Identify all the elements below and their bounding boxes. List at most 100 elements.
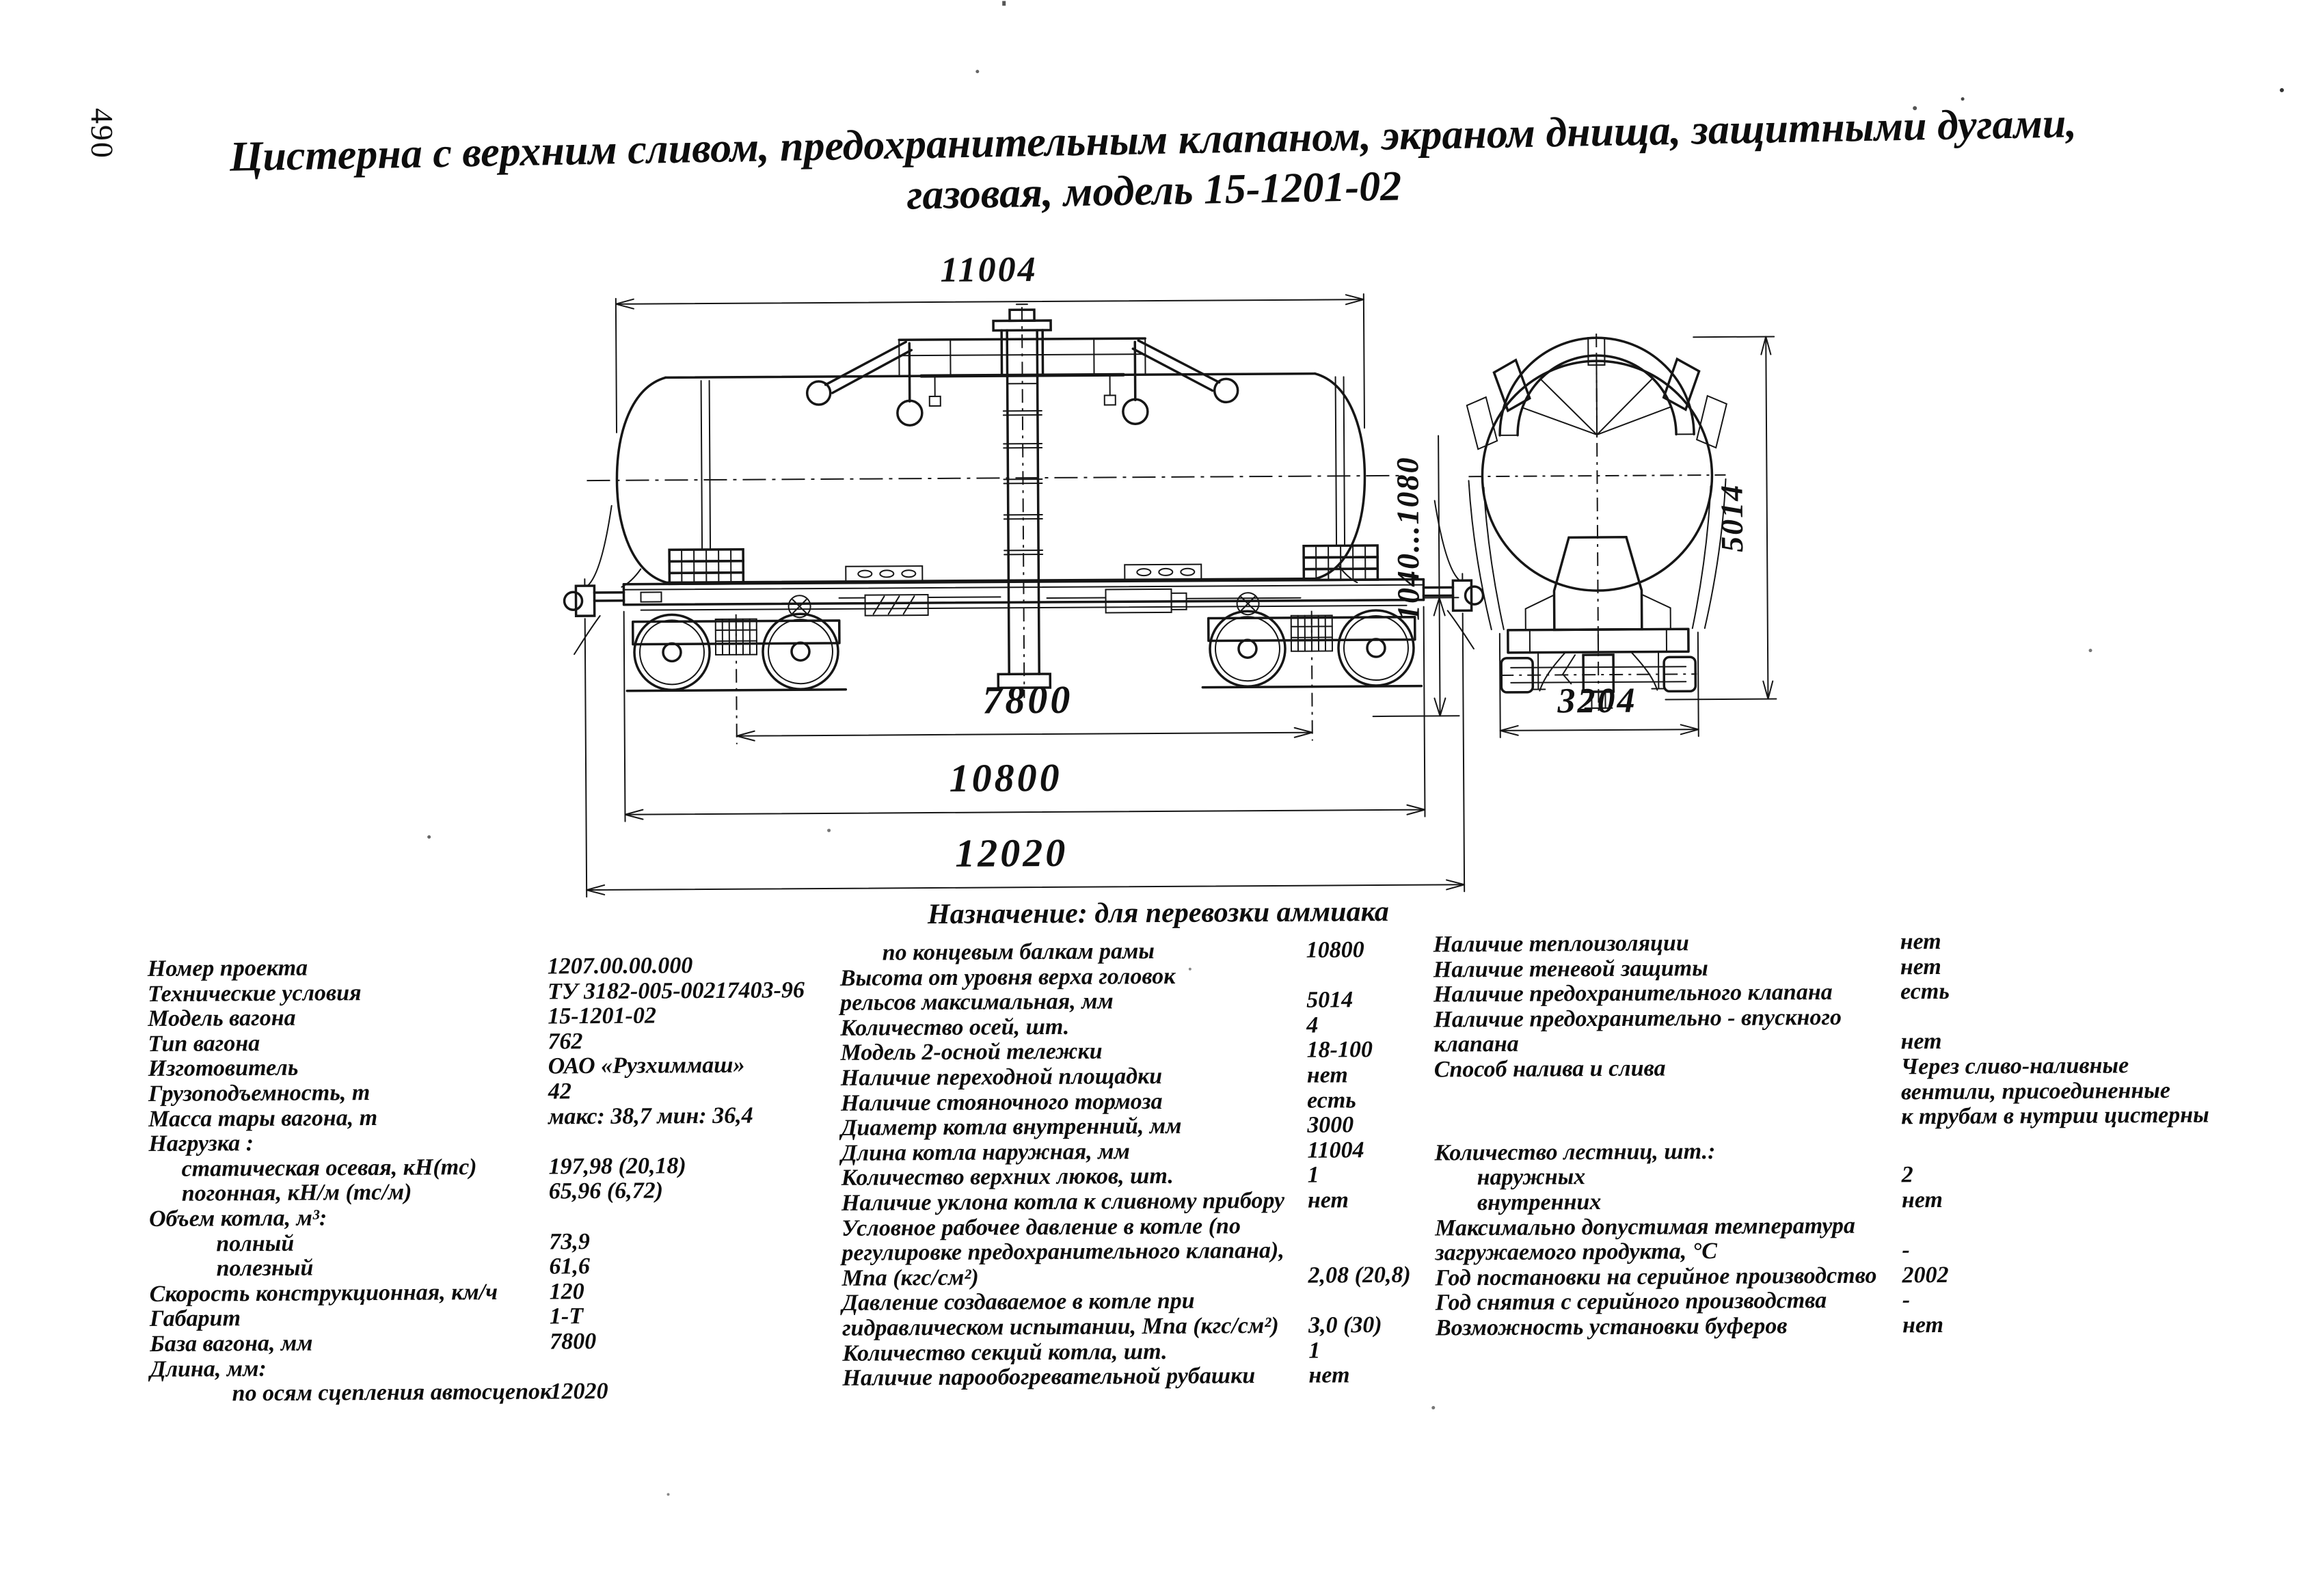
spec-label: Грузоподъемность, т [148,1080,371,1107]
spec-value: к трубам в нутрии цистерны [1901,1102,2209,1130]
spec-value: 120 [549,1278,584,1305]
spec-label: загружаемого продукта, °С [1435,1239,1718,1266]
spec-label: Масса тары вагона, т [148,1105,378,1132]
spec-label: полезный [216,1255,314,1282]
spec-value: 2002 [1902,1262,1949,1288]
tank-side-view: 11004 1040...1080 7800 [563,250,1485,898]
spec-value: макс: 38,7 мин: 36,4 [548,1103,753,1130]
spec-value: 762 [548,1028,583,1055]
spec-column-1: Номер проекта 1207.00.00.000 Технические … [148,953,841,1407]
spec-label: Нагрузка : [148,1131,254,1157]
spec-label: Высота от уровня верха головок [839,963,1176,991]
spec-value: 73,9 [549,1228,590,1254]
spec-row: Изготовитель ОАО «Рузхиммаш» [148,1053,839,1082]
dim-coupler-height-label: 1040...1080 [1390,456,1425,621]
spec-value: 1-Т [549,1303,584,1329]
spec-value: нет [1306,1062,1348,1088]
spec-label: Наличие теневой защиты [1433,955,1708,983]
spec-row: регулировке предохранительного клапана), [841,1237,1532,1267]
dim-max-height-label: 5014 [1714,484,1750,552]
dim-frame-length-label: 10800 [949,755,1062,800]
spec-value: 3,0 (30) [1308,1312,1382,1338]
spec-label: Объем котла, м³: [148,1205,327,1232]
spec-row: Объем котла, м³: [149,1203,839,1232]
spec-label [1434,1124,1901,1127]
spec-value: нет [1901,1187,1943,1213]
dim-tank-width-label: 3204 [1557,681,1637,721]
spec-label: наружных [1477,1164,1586,1191]
tank-end-view: 3204 5014 [1466,334,1777,738]
spec-value: нет [1900,953,1941,979]
spec-row: полезный 61,6 [149,1253,839,1282]
tank-support-right [1302,376,1379,582]
spec-value: 1 [1307,1162,1319,1189]
spec-row: Давление создаваемое в котле при [842,1287,1533,1316]
spec-row: Мпа (кгс/см²)2,08 (20,8) [841,1262,1532,1291]
spec-label: Длина, мм: [150,1355,267,1382]
scan-artifacts [427,1,2285,1496]
spec-label: гидравлическом испытании, Мпа (кгс/см²) [841,1312,1279,1341]
spec-label: Наличие переходной площадки [840,1063,1163,1091]
spec-row: Наличие уклона котла к сливному прибору н… [841,1187,1532,1217]
spec-label: Наличие уклона котла к сливному прибору [841,1187,1285,1216]
spec-row: к трубам в нутрии цистерны [1434,1103,2309,1133]
spec-label: погонная, кН/м (тс/м) [181,1180,412,1207]
spec-value: нет [1308,1362,1350,1388]
dim-tank-length-label: 11004 [940,250,1037,290]
spec-label: рельсов максимальная, мм [840,988,1114,1016]
spec-label: Длина котла наружная, мм [841,1139,1130,1166]
protective-arc-right [1103,339,1239,425]
spec-label: Возможность установки буферов [1435,1313,1788,1341]
dim-coupler-height: 1040...1080 [1372,435,1460,718]
spec-label: Количество секций котла, шт. [842,1338,1168,1366]
spec-value: 61,6 [549,1254,591,1280]
spec-label: Способ налива и слива [1433,1055,1666,1083]
spec-value: 1207.00.00.000 [547,953,693,979]
spec-row: Длина, мм: [150,1353,840,1382]
spec-label: Наличие предохранительного клапана [1433,979,1833,1007]
end-bogie [1500,627,1777,709]
spec-row: Количество верхних люков, шт.1 [841,1162,1532,1191]
spec-label: Условное рабочее давление в котле (по [841,1213,1241,1241]
spec-label: Диаметр котла внутренний, мм [841,1113,1182,1141]
spec-value: 42 [548,1079,572,1105]
spec-value: нет [1307,1187,1349,1213]
spec-row: Нагрузка : [148,1128,839,1157]
bogie-right [1201,609,1423,741]
spec-row: погонная, кН/м (тс/м)65,96 (6,72) [149,1178,839,1207]
spec-value: ОАО «Рузхиммаш» [548,1053,745,1079]
spec-value: вентили, присоединенные [1900,1077,2171,1105]
dim-coupler-length: 12020 [584,612,1466,898]
spec-row: Наличие переходной площадки нет [841,1062,1531,1092]
spec-label: по концевым балкам рамы [882,938,1155,966]
spec-value: есть [1900,979,1950,1005]
coupler-right [1422,573,1485,650]
spec-label: Модель 2-осной тележки [840,1038,1103,1066]
spec-label: Наличие парообогревательной рубашки [842,1363,1256,1391]
dim-tank-width: 3204 [1498,632,1699,738]
spec-label: Габарит [149,1306,241,1332]
spec-row: База вагона, мм 7800 [150,1328,840,1357]
bogie-left [625,612,848,744]
protective-arc-left [805,340,941,427]
spec-value: нет [1902,1312,1944,1338]
spec-label: Номер проекта [147,955,308,982]
spec-label: Изготовитель [148,1055,299,1082]
dim-frame-length: 10800 [623,606,1426,822]
spec-label: Наличие предохранительно - впускного [1433,1004,1842,1033]
spec-label: Год постановки на серийное производство [1435,1262,1877,1291]
spec-value: 12020 [550,1379,608,1405]
spec-value: 7800 [550,1328,597,1355]
spec-label: База вагона, мм [150,1330,313,1357]
